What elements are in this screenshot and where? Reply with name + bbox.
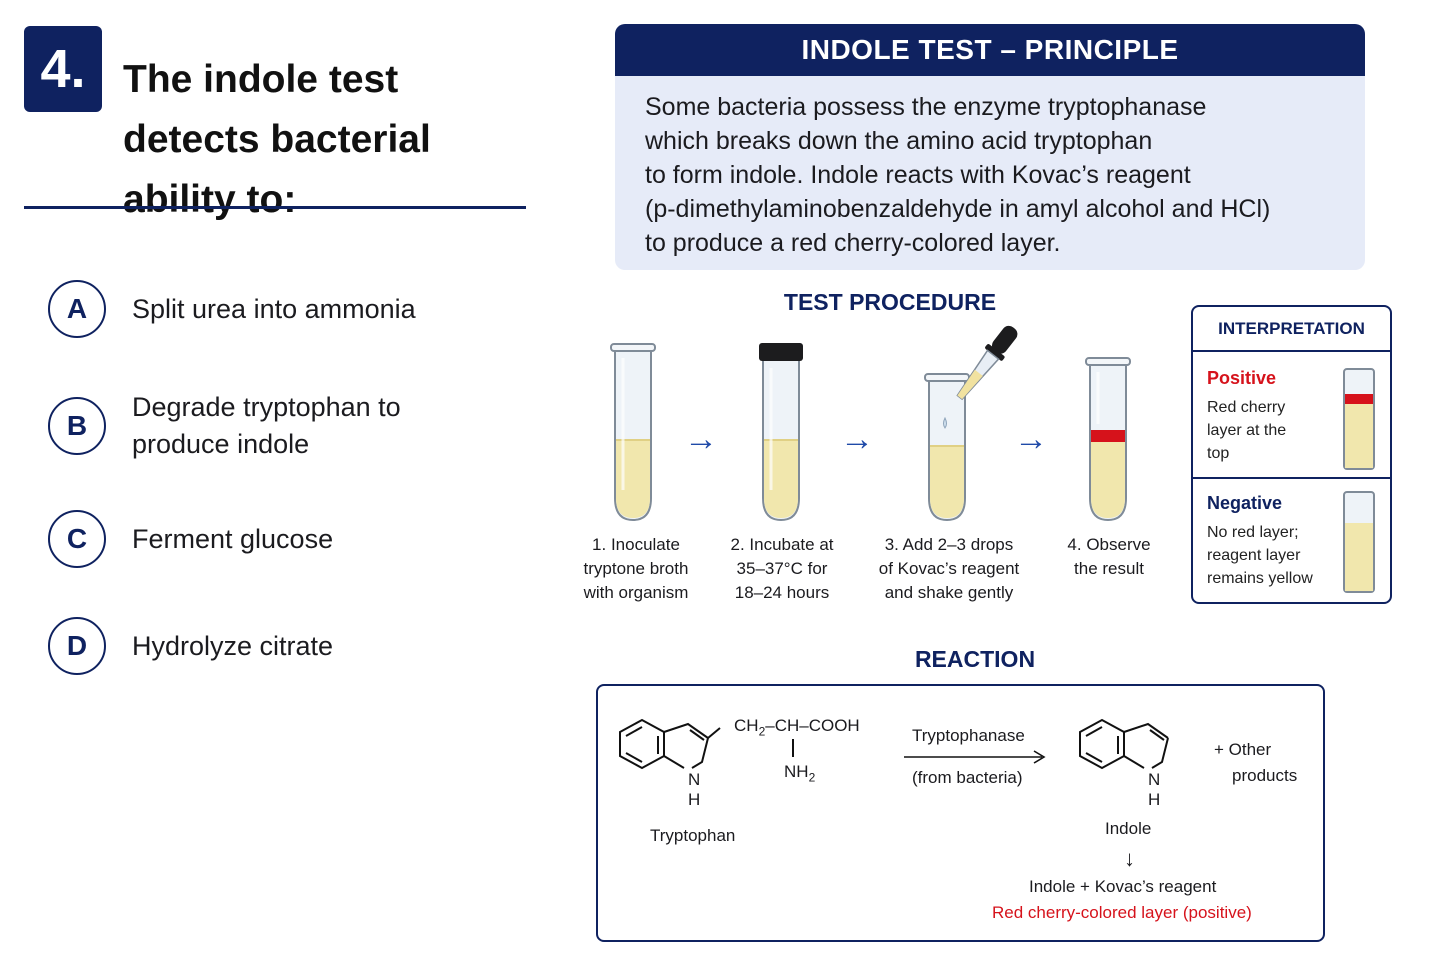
positive-desc: Red cherry layer at the top — [1207, 399, 1287, 462]
positive-tube — [1343, 368, 1375, 470]
option-a-text: Split urea into ammonia — [132, 293, 416, 324]
option-d-text: Hydrolyze citrate — [132, 630, 334, 661]
interpretation-positive: Positive Red cherry layer at the top — [1193, 352, 1390, 477]
principle-title: INDOLE TEST – PRINCIPLE — [615, 24, 1365, 76]
option-a-letter: A — [48, 280, 106, 338]
other-products: products — [1232, 766, 1298, 785]
indole-h: H — [1148, 790, 1161, 809]
option-c[interactable]: C Ferment glucose — [48, 510, 528, 568]
step-2-label: 2. Incubate at 35–37°C for 18–24 hours — [730, 535, 834, 602]
positive-title: Positive — [1207, 368, 1277, 388]
tube-step-3 — [924, 325, 1018, 522]
tube-step-4 — [1085, 357, 1131, 522]
tube-step-1 — [610, 343, 656, 522]
positive-result: Red cherry-colored layer (positive) — [992, 903, 1252, 922]
step-1-label: 1. Inoculate tryptone broth with organis… — [583, 535, 689, 602]
negative-title: Negative — [1207, 493, 1283, 513]
reaction-panel: N H CH2–CH–COOH NH2 Tryptophan Tryptopha… — [596, 684, 1325, 942]
side-chain: CH2–CH–COOH — [734, 716, 860, 739]
option-d[interactable]: D Hydrolyze citrate — [48, 617, 528, 675]
principle-body: Some bacteria possess the enzyme tryptop… — [645, 93, 1271, 257]
interpretation-panel: INTERPRETATION Positive Red cherry layer… — [1191, 305, 1392, 604]
negative-tube — [1343, 491, 1375, 593]
tryptophan-structure-icon — [619, 718, 721, 770]
question-divider — [24, 206, 526, 209]
interpretation-negative: Negative No red layer; reagent layer rem… — [1193, 477, 1390, 602]
principle-panel: INDOLE TEST – PRINCIPLE Some bacteria po… — [615, 24, 1365, 270]
indole-n: N — [1148, 770, 1161, 789]
option-d-letter: D — [48, 617, 106, 675]
option-b-letter: B — [48, 397, 106, 455]
amine-group: NH2 — [784, 762, 816, 785]
negative-desc: No red layer; reagent layer remains yell… — [1207, 524, 1313, 587]
option-b-text: Degrade tryptophan to produce indole — [132, 392, 401, 459]
option-b[interactable]: B Degrade tryptophan to produce indole — [48, 389, 468, 463]
option-c-text: Ferment glucose — [132, 523, 334, 554]
reaction-arrow-icon — [904, 750, 1046, 764]
indole-kovac-combination: Indole + Kovac’s reagent — [1029, 877, 1217, 896]
down-arrow-icon: ↓ — [1124, 846, 1135, 871]
tryptophan-n: N — [688, 770, 701, 789]
interpretation-title: INTERPRETATION — [1193, 307, 1390, 352]
step-4-label: 4. Observe the result — [1067, 535, 1151, 578]
option-a[interactable]: A Split urea into ammonia — [48, 280, 528, 338]
procedure-arrow-3: → — [1014, 420, 1048, 458]
amine-bond — [792, 739, 794, 757]
question-number: 4. — [24, 26, 102, 112]
procedure-title: TEST PROCEDURE — [783, 289, 997, 315]
tryptophan-h: H — [688, 790, 701, 809]
enzyme-label: Tryptophanase — [912, 726, 1025, 745]
tryptophan-label: Tryptophan — [650, 826, 736, 845]
question-text: The indole test detects bacterial abilit… — [123, 58, 431, 221]
plus-other: + Other — [1214, 740, 1272, 759]
tube-step-2 — [759, 343, 803, 522]
procedure-arrow-1: → — [684, 420, 718, 458]
indole-label: Indole — [1105, 819, 1152, 838]
reaction-title: REACTION — [914, 646, 1036, 672]
step-3-label: 3. Add 2–3 drops of Kovac’s reagent and … — [878, 535, 1020, 602]
option-c-letter: C — [48, 510, 106, 568]
indole-structure-icon — [1079, 718, 1169, 770]
enzyme-source: (from bacteria) — [912, 768, 1023, 787]
procedure-arrow-2: → — [840, 420, 874, 458]
